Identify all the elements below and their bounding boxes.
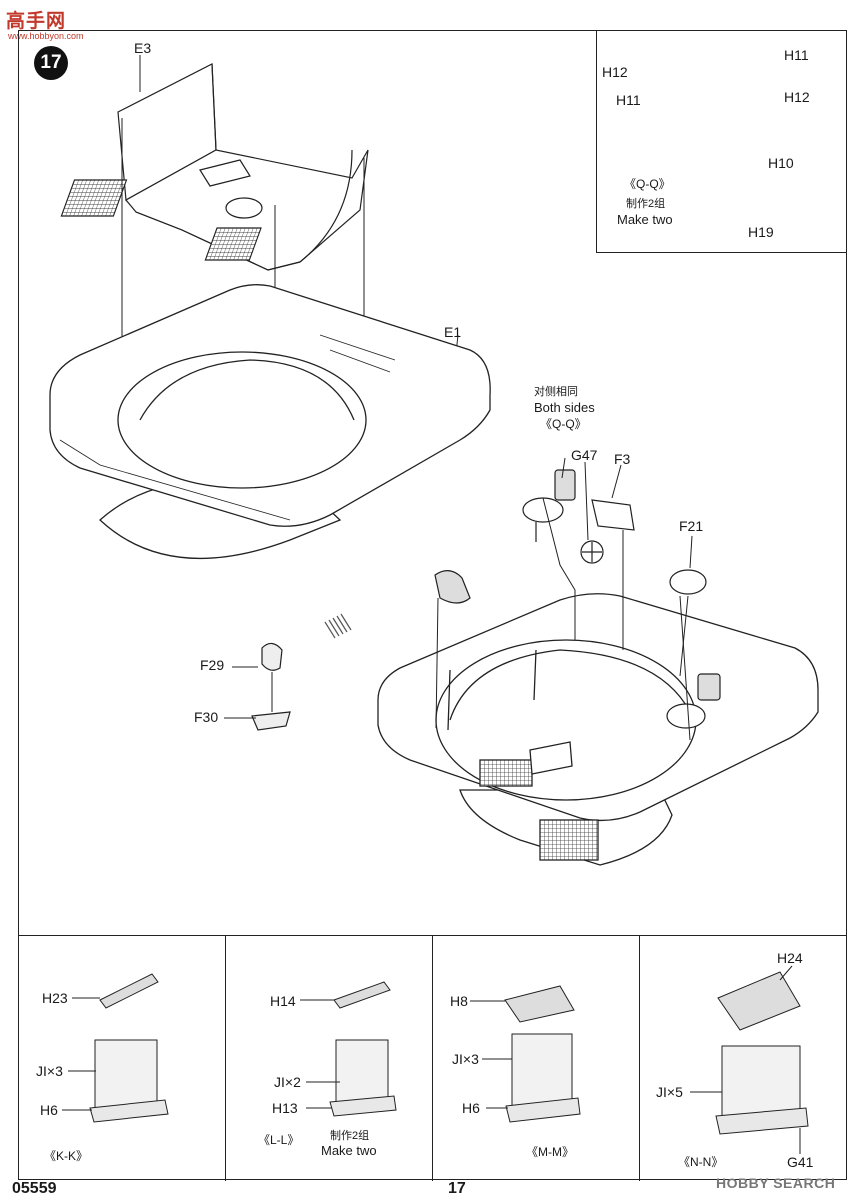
- mm-base-label: H6: [462, 1100, 480, 1116]
- nn-top-part-label: H24: [777, 950, 803, 966]
- watermark-logo: 高手网: [6, 10, 67, 32]
- inset-label-make-cn: 制作2组: [626, 198, 666, 210]
- panel-mm: [433, 936, 640, 1181]
- watermark-url: www.hobbyon.com: [8, 31, 84, 41]
- label-f30: F30: [194, 709, 219, 725]
- panel-ll: [226, 936, 433, 1181]
- label-both-sides-en: Both sides: [534, 400, 595, 415]
- bottom-panels-row: [18, 935, 847, 1181]
- label-e3: E3: [134, 40, 152, 56]
- label-f29: F29: [200, 657, 225, 673]
- ll-make-cn-label: 制作2组: [330, 1130, 370, 1142]
- label-g47: G47: [571, 447, 598, 463]
- turret-floor-e1-drawing: [49, 284, 491, 560]
- inset-label-h12-left: H12: [602, 64, 628, 80]
- turret-floor-assembled-drawing: [377, 593, 819, 866]
- ll-base-label: H13: [272, 1100, 298, 1116]
- mm-ammo-label: JI×3: [452, 1051, 479, 1067]
- right-guide-lines: [224, 457, 693, 741]
- mm-ref-label: 《M-M》: [526, 1145, 574, 1159]
- kk-ref-label: 《K-K》: [44, 1149, 89, 1163]
- watermark-hobbysearch: HOBBY SEARCH: [716, 1175, 836, 1191]
- inset-qq-panel: [596, 31, 846, 253]
- inset-label-h12-right: H12: [784, 89, 810, 105]
- catalog-number: 05559: [12, 1180, 57, 1197]
- kk-ammo-label: JI×3: [36, 1063, 63, 1079]
- nn-base-label: G41: [787, 1154, 814, 1170]
- ammo-rack-drawings: [89, 971, 809, 1135]
- kk-base-label: H6: [40, 1102, 58, 1118]
- label-f21: F21: [679, 518, 704, 534]
- page-number: 17: [448, 1180, 466, 1197]
- kk-top-part-label: H23: [42, 990, 68, 1006]
- nn-ref-label: 《N-N》: [678, 1155, 724, 1169]
- label-f3: F3: [614, 451, 631, 467]
- inset-label-h11-right: H11: [784, 47, 809, 63]
- ll-ammo-label: JI×2: [274, 1074, 301, 1090]
- mm-top-part-label: H8: [450, 993, 468, 1009]
- label-qq-ref: 《Q-Q》: [540, 417, 587, 431]
- progress-arrow-icon: [324, 613, 352, 639]
- inset-label-h10: H10: [768, 155, 794, 171]
- inset-label-make-en: Make two: [617, 212, 673, 227]
- inset-label-ref: 《Q-Q》: [624, 177, 671, 191]
- right-side-small-parts: [251, 469, 721, 731]
- inset-label-h19: H19: [748, 224, 774, 240]
- ll-make-en-label: Make two: [321, 1143, 377, 1158]
- ll-ref-label: 《L-L》: [258, 1133, 300, 1147]
- ll-top-part-label: H14: [270, 993, 296, 1009]
- ammo-leader-lines: [62, 965, 801, 1154]
- nn-ammo-label: JI×5: [656, 1084, 683, 1100]
- label-both-sides-cn: 对侧相同: [534, 386, 578, 398]
- step-number-badge: 17: [34, 46, 68, 80]
- panel-kk: [18, 936, 226, 1181]
- label-e1: E1: [444, 324, 462, 340]
- turret-basket-e3-drawing: [60, 63, 369, 271]
- inset-label-h11-left: H11: [616, 92, 641, 108]
